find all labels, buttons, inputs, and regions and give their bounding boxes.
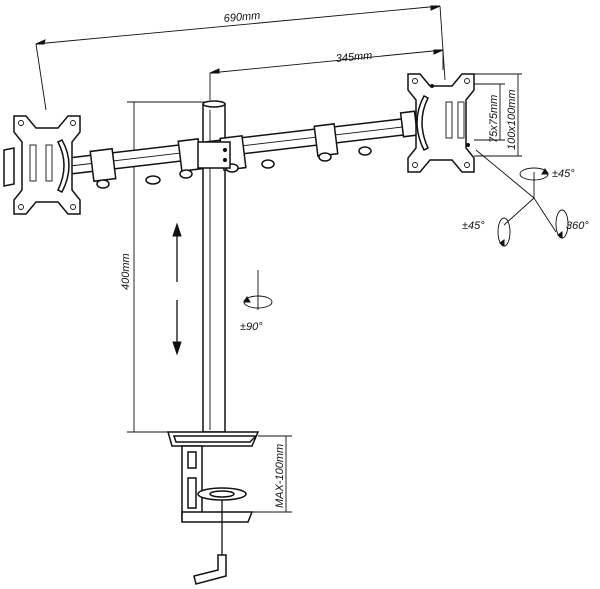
rotate-label: 360° [566, 220, 589, 232]
swivel-label: ±45° [462, 220, 485, 232]
dimension-vesa: 75x75mm 100x100mm [474, 73, 522, 157]
vesa-small-label: 75x75mm [488, 95, 500, 143]
dim-label-400: 400mm [120, 253, 132, 290]
pole-rotation-label: ±90° [240, 321, 263, 333]
pole [202, 100, 226, 433]
vesa-plate-right [407, 73, 475, 173]
rotation-axes: ±45° ±45° 360° [462, 149, 589, 247]
desk-clamp: MAX-100mm [167, 431, 292, 585]
dim-label-345: 345mm [335, 50, 373, 65]
height-adjust-arrows-icon [172, 222, 182, 356]
vesa-large-label: 100x100mm [506, 89, 518, 150]
dimension-arm-width: 345mm [209, 49, 444, 100]
pole-rotation-icon: ±90° [240, 270, 273, 333]
dimension-total-width: 690mm [35, 5, 446, 111]
tilt-label: ±45° [552, 168, 575, 180]
clamp-max-label: MAX-100mm [274, 444, 286, 508]
horizontal-arm [67, 110, 419, 189]
vesa-plate-left [3, 115, 81, 215]
dim-label-690: 690mm [223, 10, 261, 25]
